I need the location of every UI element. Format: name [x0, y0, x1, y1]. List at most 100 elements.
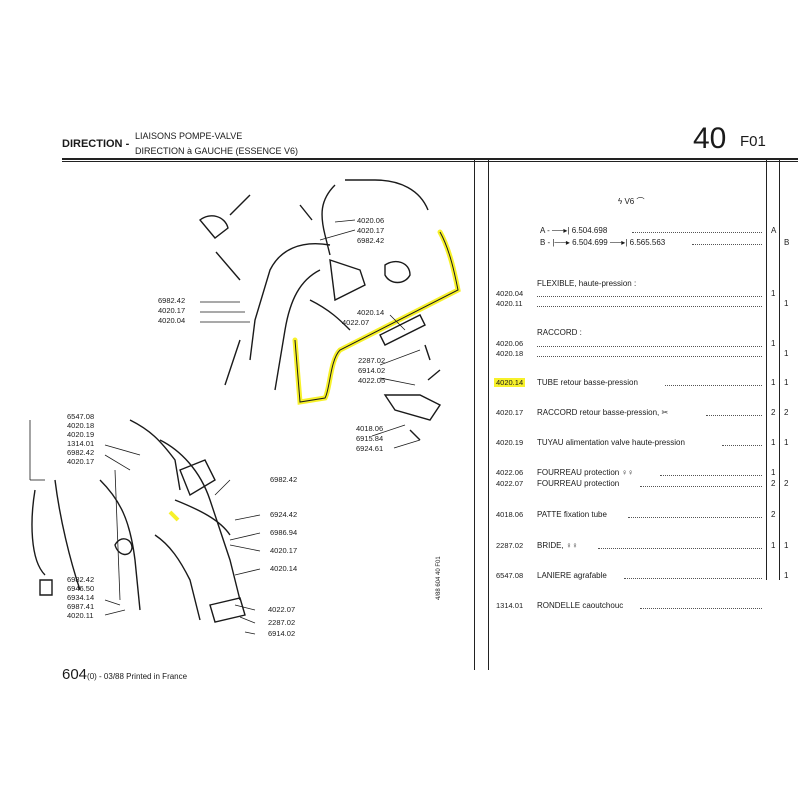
table-row-desc: FLEXIBLE, haute-pression : [537, 279, 637, 288]
lightning-icon: ϟ [618, 197, 625, 206]
table-row-ref: 4020.04 [496, 289, 524, 298]
vertical-code: 4/88 604 40 F01 [436, 556, 442, 600]
section-name: DIRECTION [62, 138, 123, 150]
table-row-ref: 4022.07 [496, 479, 524, 488]
column-divider [474, 160, 475, 670]
feed-hose [321, 184, 336, 256]
callout: 4022.07 [268, 605, 296, 614]
subtitle-line-2: DIRECTION à GAUCHE (ESSENCE V6) [135, 146, 299, 156]
callout: 4020.04 [158, 316, 186, 325]
callout: 4020.17 [158, 306, 186, 315]
qty-b: 2 [784, 408, 789, 417]
table-row-ref: 6547.08 [496, 571, 524, 580]
callout: 6547.08 [67, 412, 95, 421]
table-row-ref: 4018.06 [496, 510, 524, 519]
table-row-desc: RONDELLE caoutchouc [537, 601, 624, 610]
range-arrow-icon: |──▸ [552, 238, 570, 247]
qty-a: 1 [771, 339, 776, 348]
qty-a: 2 [771, 408, 776, 417]
qty-col-b-divider [779, 160, 780, 580]
callout: 4020.06 [357, 216, 385, 225]
callout: 4020.17 [357, 226, 385, 235]
qty-b: 2 [784, 479, 789, 488]
qty-a: 1 [771, 289, 776, 298]
table-row-ref: 4020.06 [496, 339, 524, 348]
qty-a: 1 [771, 438, 776, 447]
table-row-ref: 4020.11 [496, 299, 523, 308]
section-title: DIRECTION - [62, 138, 129, 150]
table-row-ref: 4022.06 [496, 468, 524, 477]
callout: 6924.42 [270, 510, 298, 519]
qty-b: 1 [784, 299, 789, 308]
callout: 4020.17 [270, 546, 298, 555]
callout: 4020.14 [357, 308, 385, 317]
callout: 6982.42 [270, 475, 298, 484]
qty-a: 2 [771, 510, 776, 519]
table-row-desc: RACCORD retour basse-pression, ✂ [537, 408, 669, 417]
table-row-ref: 2287.02 [496, 541, 524, 550]
table-row-ref-highlighted: 4020.14 [494, 378, 526, 387]
return-tube-highlight-bottom [168, 510, 180, 522]
callout: 4020.11 [67, 611, 94, 620]
section-dash: - [125, 138, 130, 150]
callout: 4022.07 [342, 318, 370, 327]
table-row-desc: LANIERE agrafable [537, 571, 607, 580]
callout: 6934.14 [67, 593, 95, 602]
callout: 6924.61 [356, 444, 384, 453]
header-rule [62, 158, 798, 160]
callout: 6986.94 [270, 528, 298, 537]
callout: 4020.17 [67, 457, 95, 466]
table-row-desc: PATTE fixation tube [537, 510, 607, 519]
callout: 6987.41 [67, 602, 95, 611]
table-row-ref: 1314.01 [496, 601, 524, 610]
rotation-arrow-icon: ⌒ [634, 197, 645, 206]
callout: 6914.02 [268, 629, 296, 638]
table-row-ref: 4020.18 [496, 349, 524, 358]
callout: 4020.18 [67, 421, 95, 430]
table-row-desc: TUBE retour basse-pression [537, 378, 638, 387]
qty-a: 1 [771, 541, 776, 550]
variant-row-b: B - |──▸ 6.504.699 ──▸| 6.565.563 [540, 238, 666, 247]
callout: 2287.02 [358, 356, 386, 365]
column-divider-2 [488, 160, 489, 670]
callout: 6914.02 [358, 366, 386, 375]
qty-b: 1 [784, 571, 789, 580]
variant-row-a: A - ──▸| 6.504.698 [540, 226, 608, 235]
qty-a: 2 [771, 479, 776, 488]
footer: 604(0) - 03/88 Printed in France [62, 666, 187, 683]
subtitle-line-1: LIAISONS POMPE-VALVE [135, 131, 243, 141]
callout: 4020.14 [270, 564, 298, 573]
col-b-header: B [784, 238, 790, 247]
callout: 4022.05 [358, 376, 386, 385]
qty-a: 1 [771, 468, 776, 477]
table-row-desc: FOURREAU protection ♀♀ [537, 468, 634, 477]
callout: 6982.42 [357, 236, 385, 245]
model-number: 604 [62, 666, 88, 683]
range-arrow-icon: ──▸| [552, 226, 570, 235]
page-code: F01 [740, 133, 766, 150]
qty-b: 1 [784, 378, 789, 387]
page-number: 40 [693, 122, 727, 155]
table-row-ref: 4020.19 [496, 438, 524, 447]
table-row-desc: RACCORD : [537, 328, 582, 337]
table-row-ref: 4020.17 [496, 408, 524, 417]
callout: 6982.42 [67, 448, 95, 457]
callout: 6915.84 [356, 434, 384, 443]
callout: 2287.02 [268, 618, 296, 627]
callout: 6982.42 [158, 296, 186, 305]
qty-b: 1 [784, 541, 789, 550]
qty-col-a-divider [766, 160, 767, 580]
callout: 1314.01 [67, 439, 95, 448]
table-row-desc: TUYAU alimentation valve haute-pression [537, 438, 685, 447]
qty-b: 1 [784, 349, 789, 358]
qty-b: 1 [784, 438, 789, 447]
header-rule-2 [62, 161, 798, 162]
table-row-desc: BRIDE, ♀♀ [537, 541, 578, 550]
print-info: (0) - 03/88 Printed in France [87, 672, 188, 681]
table-row-desc: FOURREAU protection [537, 479, 620, 488]
col-a-header: A [771, 226, 777, 235]
callout: 4020.19 [67, 430, 95, 439]
callout: 6946.50 [67, 584, 95, 593]
callout: 4018.06 [356, 424, 384, 433]
